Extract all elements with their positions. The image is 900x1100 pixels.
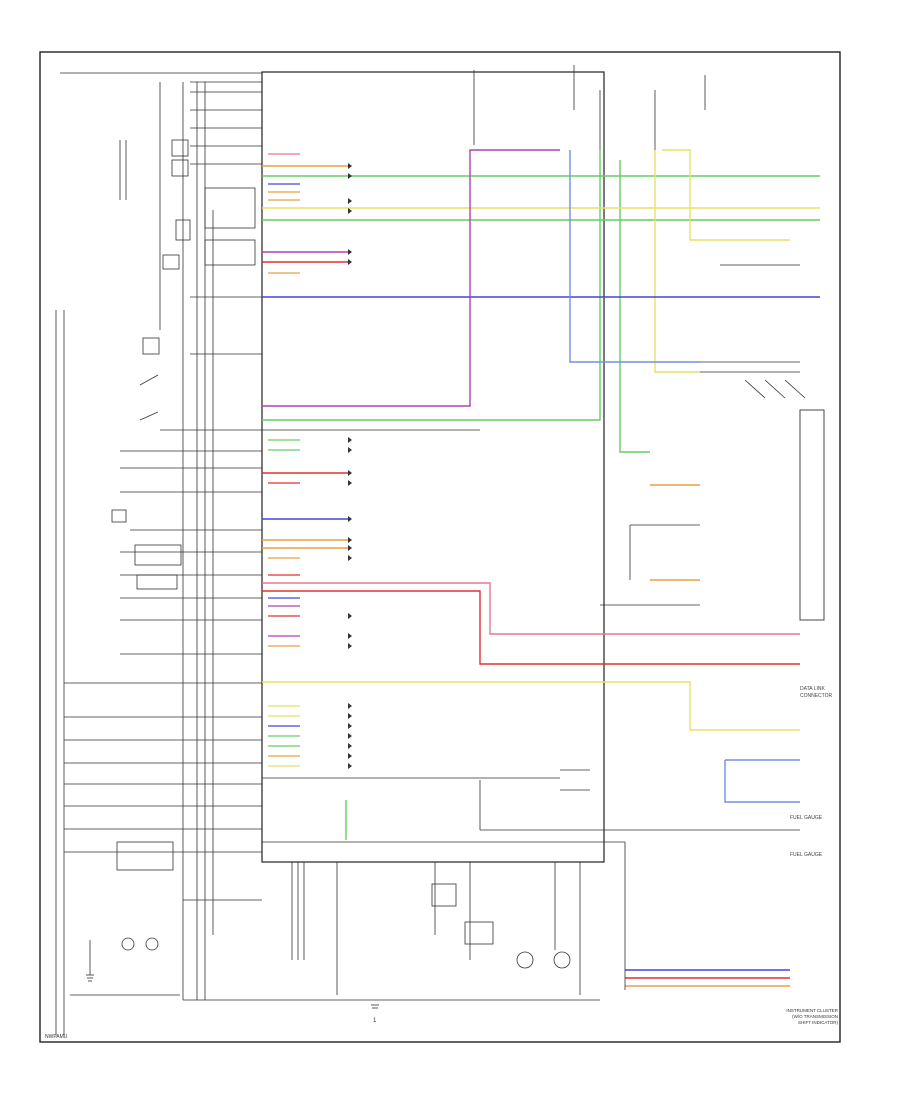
- wire-green-4: [619, 160, 650, 453]
- sheet-id: NWPAMU: [45, 1034, 68, 1040]
- connector-arrow-icon: [348, 163, 352, 769]
- colored-wires: [262, 149, 820, 987]
- right-label-1: FUEL GAUGE: [790, 815, 823, 821]
- top-header-lines: [60, 72, 262, 83]
- right-label-3: DATA LINK: [800, 686, 825, 692]
- diagram-footer: INSTRUMENT CLUSTER (W/O TRANSMISSION SHI…: [786, 1008, 838, 1026]
- footer-line-1: INSTRUMENT CLUSTER: [786, 1008, 838, 1013]
- wire-violet: [262, 149, 560, 407]
- lamp-icon: [553, 951, 571, 969]
- right-black-wires: [262, 264, 806, 990]
- wire-green-3: [262, 150, 601, 421]
- wire-pink-1: [262, 582, 800, 635]
- right-label-4: CONNECTOR: [800, 693, 833, 699]
- footer-line-2: (W/O TRANSMISSION: [792, 1014, 838, 1019]
- page-number: 1: [373, 1018, 377, 1024]
- left-components: [70, 139, 600, 1001]
- diagram-border: [39, 51, 841, 1043]
- left-vertical-buses: [55, 82, 214, 1035]
- footer-line-3: SHIFT INDICATOR): [797, 1020, 838, 1025]
- top-right-fuses: [473, 65, 706, 150]
- wire-yellow-4: [262, 681, 800, 731]
- lamp-icon: [516, 951, 534, 969]
- right-label-2: FUEL GAUGE: [790, 852, 823, 858]
- wire-blue-2: [569, 150, 700, 363]
- left-feed-lines: [64, 91, 262, 853]
- lamp-icon: [145, 937, 159, 951]
- ground-symbol-icon: [86, 974, 379, 1009]
- lamp-icon: [121, 937, 135, 951]
- bottom-components: [183, 862, 581, 995]
- wire-blue-5: [724, 759, 800, 803]
- instrument-cluster-box: [261, 71, 605, 863]
- right-connector-block: [799, 409, 825, 621]
- wire-code-stubs: [268, 153, 300, 767]
- wire-yellow-3: [662, 149, 790, 241]
- wire-yellow-2: [654, 150, 700, 373]
- wire-red-1: [262, 590, 800, 665]
